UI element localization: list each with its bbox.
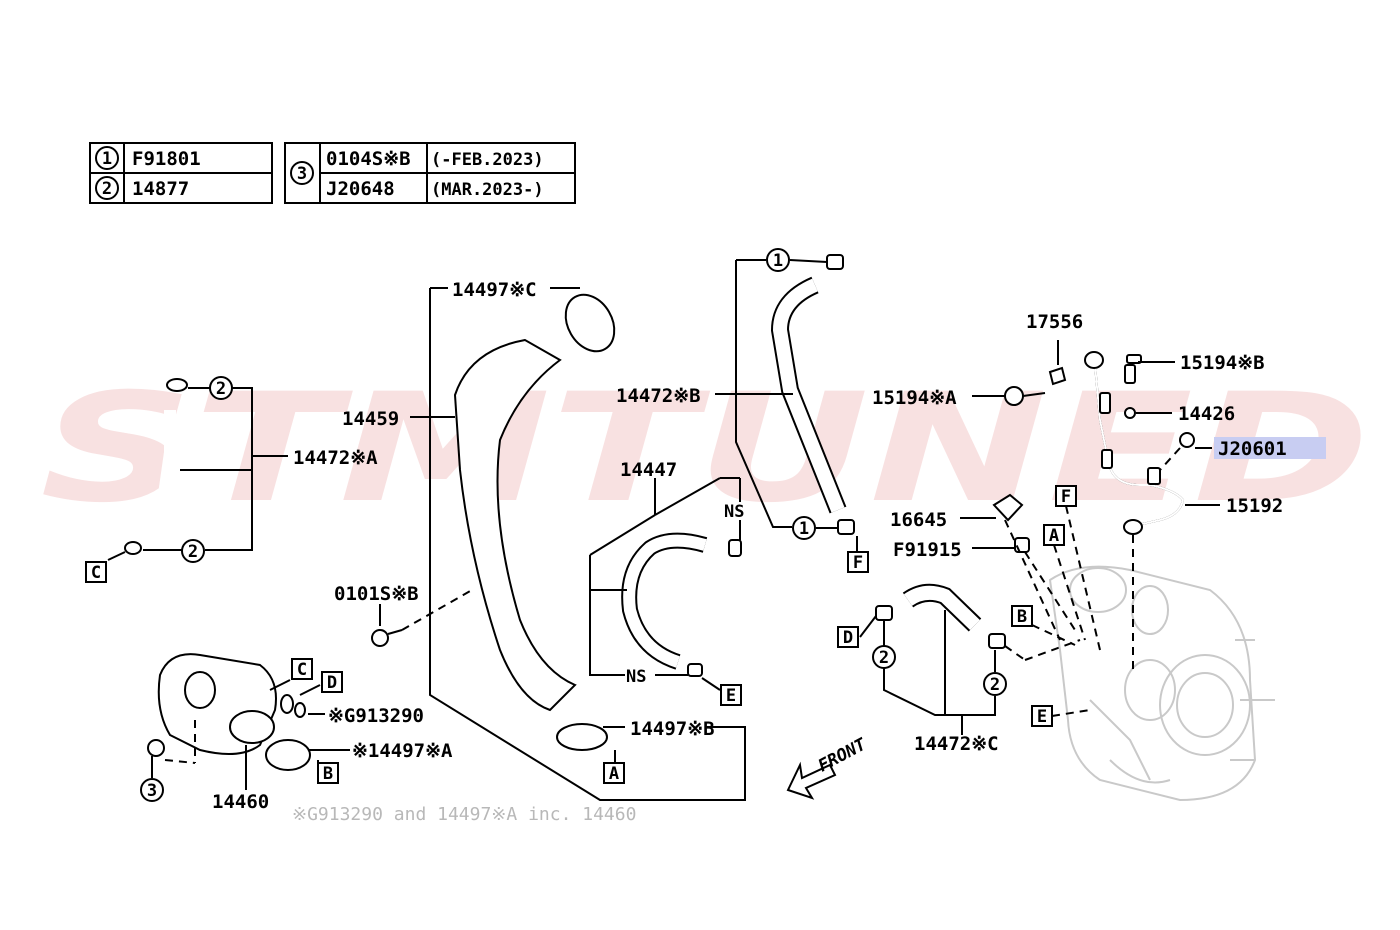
circle-ref-2c: 2 [879,648,889,668]
watermark: STMTUNED [40,362,1370,536]
ref-d-hose: D [843,628,853,648]
label-14472b: 14472※B [616,385,701,407]
oil-pipe-group: 17556 15194※A 15194※B 14426 J20601 15192 [872,311,1326,670]
ref-f-turbo: F [1061,487,1071,507]
legend-part-0104sb: 0104S※B [326,148,411,170]
legend-part-14877: 14877 [132,178,189,200]
label-14447: 14447 [620,459,677,481]
label-14497a: ※14497※A [352,740,453,762]
watermark-text: STMTUNED [40,362,1370,536]
ref-a-bottom: A [609,764,619,784]
legend-key-2: 2 [102,179,112,199]
ref-c-left: C [91,563,101,583]
clips-16645-f91915: 16645 F91915 [890,493,1076,641]
label-f91915: F91915 [893,539,962,561]
label-15194b: 15194※B [1180,352,1265,374]
label-0101sb: 0101S※B [334,583,419,605]
label-15192: 15192 [1226,495,1283,517]
circle-ref-1a: 1 [773,251,783,271]
legend-date-mar2023: (MAR.2023-) [431,180,544,200]
label-ns-bottom: NS [626,667,646,687]
label-14459: 14459 [342,408,399,430]
circle-ref-1b: 1 [799,519,809,539]
label-14497b: 14497※B [630,718,715,740]
ref-b-turbo: B [1017,607,1027,627]
turbocharger-ghost [1048,565,1275,802]
footnote: ※G913290 and 14497※A inc. 14460 [292,804,636,825]
ref-e-hose: E [726,686,736,706]
legend-date-feb2023: (-FEB.2023) [431,150,544,170]
label-ns-top: NS [724,502,744,522]
label-17556: 17556 [1026,311,1083,333]
ref-c-housing: C [297,660,307,680]
label-16645: 16645 [890,509,947,531]
label-j20601-highlighted: J20601 [1218,438,1287,460]
circle-ref-2b: 2 [188,542,198,562]
label-14472a: 14472※A [293,447,378,469]
label-14497c: 14497※C [452,279,537,301]
label-14472c: 14472※C [914,733,999,755]
hose-14447: 14447 NS NS E [589,459,744,706]
ref-d-housing: D [327,673,337,693]
hose-14472b: 1 1 14472※B F [616,248,869,573]
bolt-0101sb: 0101S※B [334,583,473,647]
label-14460: 14460 [212,791,269,813]
hose-14472a: 2 2 14472※A C [85,376,378,583]
circle-ref-2d: 2 [990,675,1000,695]
legend-part-f91801: F91801 [132,148,201,170]
ref-a-turbo: A [1049,526,1059,546]
legend-key-1: 1 [102,149,112,169]
pipe-14459: 14497※C 14459 14497※B A [342,279,746,801]
legend-key-3: 3 [297,164,307,184]
ref-e-turbo: E [1037,707,1047,727]
legend-table-1: 1 F91801 2 14877 [89,142,273,204]
circle-ref-3: 3 [147,781,157,801]
label-front: FRONT [815,734,870,776]
housing-14460: 3 C D B ※G913290 ※14497※A 14460 [140,653,453,813]
front-arrow: FRONT [786,734,870,800]
hose-14472c: 2 2 D 14472※C [837,583,1081,755]
label-g913290: ※G913290 [328,705,424,727]
label-14426: 14426 [1178,403,1235,425]
turbo-refs: F A B E [1011,485,1101,727]
label-15194a: 15194※A [872,387,957,409]
legend-table-3: 3 0104S※B (-FEB.2023) J20648 (MAR.2023-) [284,142,576,204]
ref-b-housing: B [323,764,333,784]
legend-part-j20648: J20648 [326,178,395,200]
ref-f-hose: F [853,553,863,573]
circle-ref-2a: 2 [216,379,226,399]
